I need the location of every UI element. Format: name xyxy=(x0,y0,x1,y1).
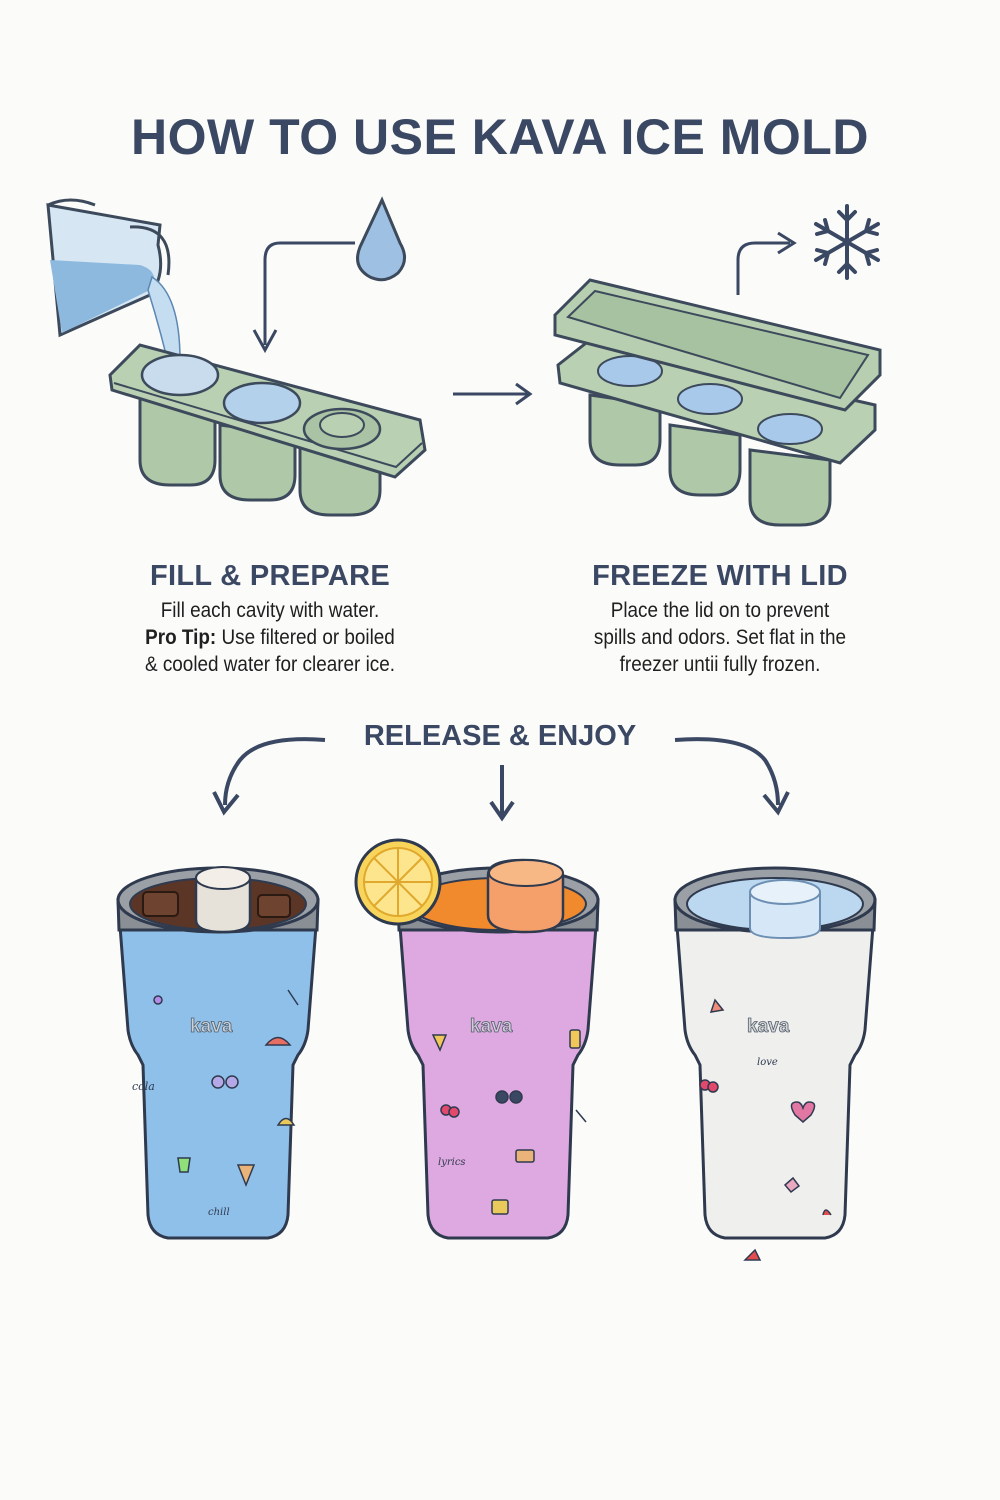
step-freeze-title: FREEZE WITH LID xyxy=(592,560,848,592)
doodle-icons xyxy=(153,989,299,1188)
step-fill-tip: Pro Tip: Use filtered or boiled xyxy=(81,624,459,651)
doodle-text: chill xyxy=(208,1207,230,1218)
water-drop-icon xyxy=(356,196,406,282)
step-fill-title: FILL & PREPARE xyxy=(150,560,390,592)
brand-logo: kava xyxy=(747,1016,790,1037)
doodle-text: lyrics xyxy=(438,1157,466,1168)
step-fill-line1: Fill each cavity with water. xyxy=(160,599,380,622)
tumblers: kava cola chill kava lyrics xyxy=(116,838,877,1261)
release-arrows xyxy=(212,737,790,822)
arrow-left-curve-icon xyxy=(223,737,326,806)
freeze-illustration xyxy=(553,204,882,527)
tumbler-pink: kava lyrics xyxy=(354,838,600,1240)
arrow-right-curve-icon xyxy=(674,737,780,806)
arrow-right-icon xyxy=(453,382,533,406)
tumbler-blue: kava cola chill xyxy=(116,866,320,1240)
step-freeze-line2: spills and odors. Set flat in the xyxy=(593,626,847,649)
step-fill-line3: & cooled water for clearer ice. xyxy=(144,653,396,676)
brand-logo: kava xyxy=(470,1016,513,1037)
step-freeze-line3: freezer untii fully frozen. xyxy=(619,653,821,676)
fill-illustration xyxy=(46,196,427,517)
brand-logo: kava xyxy=(190,1016,233,1037)
doodle-icons xyxy=(431,1029,587,1215)
doodle-text: cola xyxy=(132,1080,155,1093)
step-fill-text: Fill each cavity with water. Pro Tip: Us… xyxy=(81,597,459,678)
pitcher-icon xyxy=(46,198,171,338)
tumbler-white: kava love xyxy=(673,866,877,1261)
pro-tip-label: Pro Tip: xyxy=(145,626,217,649)
doodle-text: love xyxy=(757,1057,778,1068)
release-title: RELEASE & ENJOY xyxy=(363,720,637,752)
page-title: HOW TO USE KAVA ICE MOLD xyxy=(131,109,869,165)
pro-tip-text: Use filtered or boiled xyxy=(216,626,395,649)
ice-mold-tray xyxy=(108,343,427,517)
mold-lid xyxy=(553,278,882,412)
doodle-icons xyxy=(699,998,832,1261)
step-freeze-line1: Place the lid on to prevent xyxy=(610,599,830,622)
step-freeze-text: Place the lid on to prevent spills and o… xyxy=(540,597,900,678)
snowflake-icon xyxy=(814,204,880,280)
